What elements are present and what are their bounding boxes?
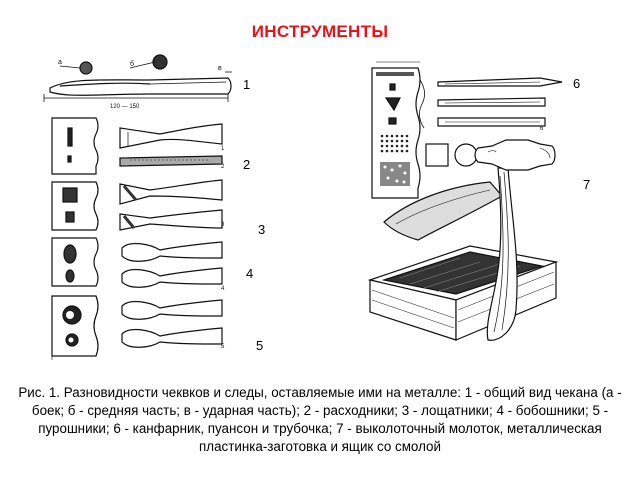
label-2: 2 xyxy=(243,157,251,172)
tool-group-2 xyxy=(119,123,223,167)
small-tag-6: 6 xyxy=(540,126,544,132)
label-7: 7 xyxy=(583,177,591,192)
tool-group-3 xyxy=(119,179,223,231)
figure-caption: Рис. 1. Разновидности чеквков и следы, о… xyxy=(18,385,622,454)
imprint-panels xyxy=(51,117,99,360)
small-tag-1: 1 xyxy=(221,146,225,152)
tag-a: a xyxy=(58,59,62,66)
tag-b: б xyxy=(130,60,134,68)
tool-group-4 xyxy=(121,241,223,288)
tag-v: в xyxy=(218,65,222,72)
label-3: 3 xyxy=(258,222,266,237)
small-tag-3: 3 xyxy=(221,222,225,228)
small-tag-4: 4 xyxy=(221,286,225,292)
small-tag-5: 5 xyxy=(221,344,225,350)
tool-group-5 xyxy=(121,299,223,348)
label-5: 5 xyxy=(256,338,264,353)
punch-panel xyxy=(371,61,563,199)
small-tag-2: 2 xyxy=(221,164,225,170)
dimension-label: 120 — 150 xyxy=(110,104,140,110)
hammer-plate-box xyxy=(367,139,559,341)
label-1: 1 xyxy=(243,77,251,92)
label-6: 6 xyxy=(573,76,581,91)
page-title: ИНСТРУМЕНТЫ xyxy=(251,22,389,41)
chisel-general-view xyxy=(43,54,232,102)
label-4: 4 xyxy=(246,266,254,281)
